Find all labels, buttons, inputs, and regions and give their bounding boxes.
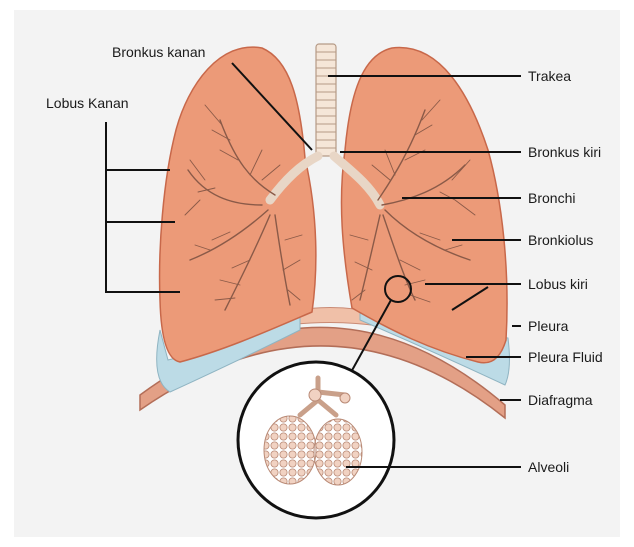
label-lobus-kanan: Lobus Kanan xyxy=(46,95,129,111)
label-diafragma: Diafragma xyxy=(528,392,593,408)
label-alveoli: Alveoli xyxy=(528,459,569,475)
label-bronchi: Bronchi xyxy=(528,190,575,206)
label-bronkus-kanan: Bronkus kanan xyxy=(112,44,205,60)
label-lobus-kiri: Lobus kiri xyxy=(528,276,588,292)
right-lung xyxy=(160,47,316,362)
label-pleura: Pleura xyxy=(528,318,569,334)
label-bronkiolus: Bronkiolus xyxy=(528,232,593,248)
label-trakea: Trakea xyxy=(528,68,571,84)
label-bronkus-kiri: Bronkus kiri xyxy=(528,144,601,160)
left-lung xyxy=(341,48,507,363)
label-pleura-fluid: Pleura Fluid xyxy=(528,349,603,365)
trachea xyxy=(316,44,336,156)
